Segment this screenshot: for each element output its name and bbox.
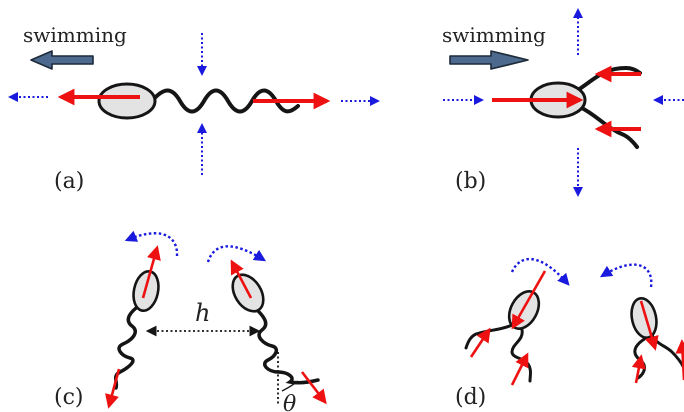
swimming-direction-arrow-a (30, 50, 94, 70)
force-arrow-tail-right-d-1 (631, 354, 646, 384)
panel-label-c: (c) (54, 385, 84, 410)
swimming-label-b: swimming (442, 23, 546, 47)
cell-body-a (97, 82, 157, 120)
flagellum-upper-b (576, 65, 642, 92)
force-arrow-head-right-d (639, 300, 659, 351)
panel-label-d: (d) (455, 385, 486, 410)
panel-label-a: (a) (54, 169, 84, 194)
panel-b: swimming (b) (442, 8, 684, 197)
panel-a: swimming (a) (8, 23, 380, 194)
swimming-label-a: swimming (23, 23, 127, 47)
panel-d: (d) (455, 258, 684, 410)
rotation-arrow-left-d (510, 258, 570, 286)
force-arrow-tail-left-c (105, 368, 121, 409)
flagellum-right-c (252, 305, 320, 385)
angle-symbol-theta: θ (283, 392, 296, 412)
angle-arc-c (281, 380, 299, 392)
flagellum-left-c (113, 303, 142, 390)
force-arrow-head-right-c (230, 259, 253, 299)
flagellum-left-d-1 (464, 323, 514, 350)
panel-c: h θ (c) (54, 230, 327, 412)
force-arrow-tail-left-d-2 (510, 352, 529, 386)
rotation-arrow-left-c (124, 230, 179, 257)
force-arrow-head-left-d (511, 270, 547, 330)
force-arrow-tail-left-d-1 (469, 327, 491, 358)
rotation-arrow-right-c (206, 245, 267, 263)
separation-symbol-h: h (195, 299, 210, 327)
flagellum-lower-b (578, 105, 639, 149)
panel-label-b: (b) (455, 169, 486, 194)
force-arrow-head-left-c (141, 245, 161, 299)
swimming-direction-arrow-b (449, 50, 529, 70)
force-arrow-tail-right-c (300, 371, 327, 405)
cell-body-right-d (630, 296, 658, 340)
flagellum-right-d-1 (650, 333, 684, 370)
rotation-arrow-right-d (599, 263, 653, 288)
